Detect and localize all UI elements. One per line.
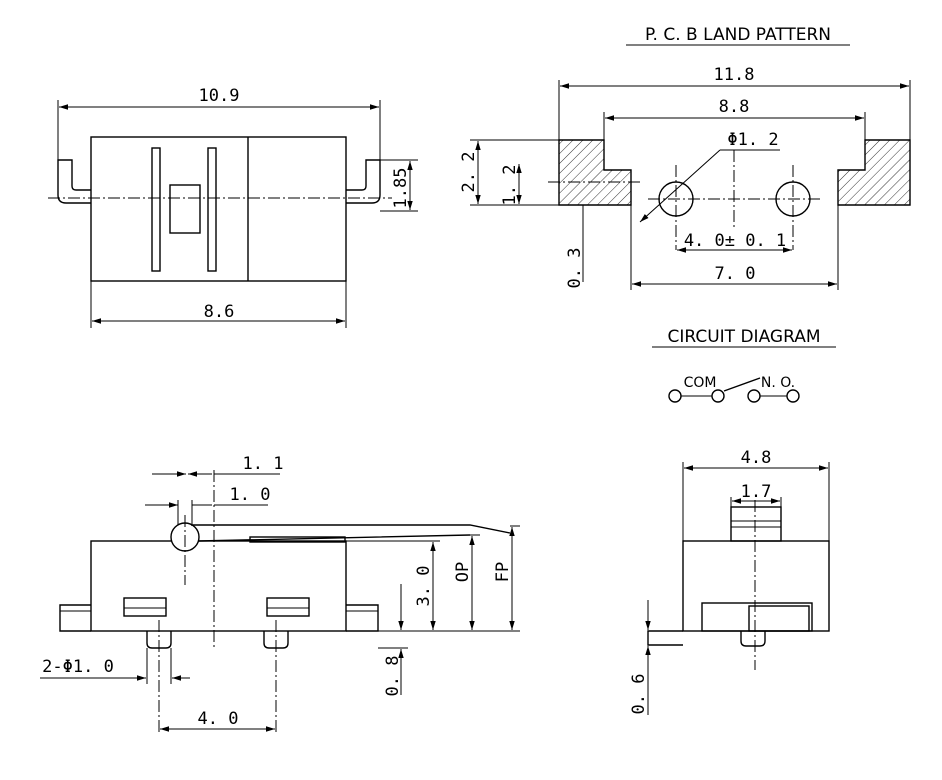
dim-terminal-height: 1.85 [391,168,411,209]
right-pad [837,139,911,206]
top-view: 10.9 8.6 1.85 [48,86,418,328]
switch-contact-arm [723,377,761,392]
top-body [90,136,347,282]
side-view: 1. 1 1. 0 3. 0 OP FP 0. 8 2-Φ1. 0 [40,454,520,735]
left-pad [558,139,632,206]
dim-pad-height: 2. 2 [459,152,479,193]
left-terminal [57,159,91,204]
label-com: COM [684,375,717,391]
dim-step-height: 1. 2 [500,165,520,206]
dim-body-width: 8.6 [204,302,235,322]
dim-pad-span: 7. 0 [715,264,756,284]
dim-foot-thickness: 0. 6 [629,674,649,715]
right-terminal [346,159,381,204]
circuit-title: CIRCUIT DIAGRAM [668,327,821,347]
dim-lever-b: 1. 0 [230,485,271,505]
pcb-land-pattern: P. C. B LAND PATTERN 11.8 8.8 Φ1. 2 4. 0… [459,25,911,290]
label-no: N. O. [761,375,795,391]
dim-fp: FP [493,562,513,582]
dim-hole-diameter: Φ1. 2 [727,130,778,150]
dim-op: OP [453,562,473,582]
side-body [90,540,347,632]
dim-pcb-inner: 8.8 [719,97,750,117]
end-body [682,540,830,632]
actuator-window [169,184,201,234]
dim-actuator-width: 1.7 [741,482,772,502]
dim-offset: 0. 3 [565,248,585,289]
dim-body-height: 3. 0 [414,566,434,607]
dim-pin-diameter: 2-Φ1. 0 [42,657,114,677]
dim-end-width: 4.8 [741,448,772,468]
end-view: 4.8 1.7 0. 6 [629,448,830,715]
pcb-title: P. C. B LAND PATTERN [645,25,831,45]
dim-lever-a: 1. 1 [243,454,284,474]
dim-pin-length: 0. 8 [383,656,403,697]
end-actuator [730,506,782,542]
dim-pcb-outer: 11.8 [714,65,755,85]
dim-pin-pitch: 4. 0 [198,709,239,729]
lever-arm [191,524,511,542]
dim-hole-pitch: 4. 0± 0. 1 [684,231,786,251]
dim-overall-width: 10.9 [199,86,240,106]
circuit-diagram: CIRCUIT DIAGRAM COM N. O. [652,327,836,403]
